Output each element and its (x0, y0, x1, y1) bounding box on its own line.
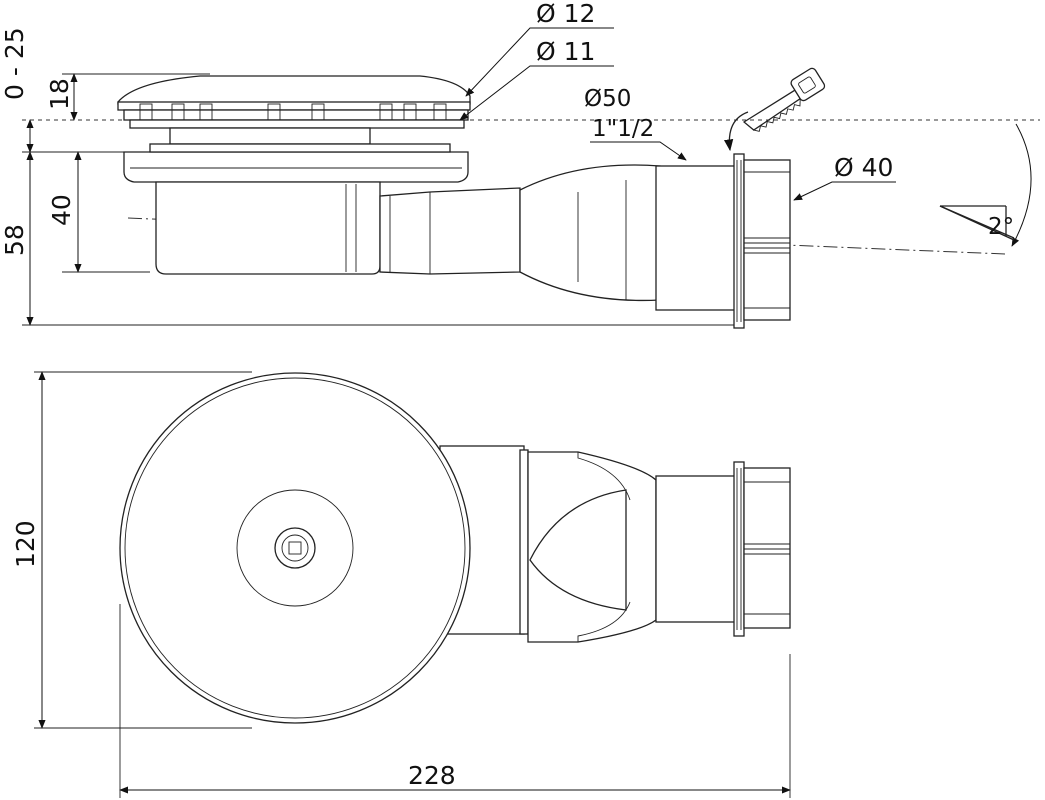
angle-label: 2° (988, 214, 1014, 240)
thread-label: 1"1/2 (592, 116, 654, 142)
dim-58-label: 58 (0, 224, 29, 256)
dia12-label: Ø 12 (536, 0, 595, 28)
drain-body (155, 181, 381, 275)
dia40-label: Ø 40 (834, 153, 893, 182)
drain-flange (123, 143, 469, 183)
slope-triangle-icon (939, 205, 1015, 241)
drain-cover (117, 75, 471, 145)
saw-icon (742, 67, 826, 132)
curved-arrow-icon (723, 111, 749, 152)
outlet-pipe-top (439, 445, 791, 643)
dim-18-label: 18 (45, 78, 74, 110)
drain-cover-top (119, 372, 471, 724)
dim-40-label: 40 (47, 194, 76, 226)
top-view: 120 228 (11, 371, 791, 798)
dim-0-25-label: 0 - 25 (0, 27, 29, 100)
dia11-label: Ø 11 (536, 37, 595, 66)
outlet-pipe (379, 153, 791, 329)
dia50-label: Ø50 (584, 86, 631, 112)
dim-120-label: 120 (11, 520, 40, 568)
side-view: 0 - 25 18 40 58 Ø 12 Ø 11 Ø50 1"1/2 Ø 40 (0, 0, 1040, 329)
dim-228-label: 228 (408, 761, 456, 790)
